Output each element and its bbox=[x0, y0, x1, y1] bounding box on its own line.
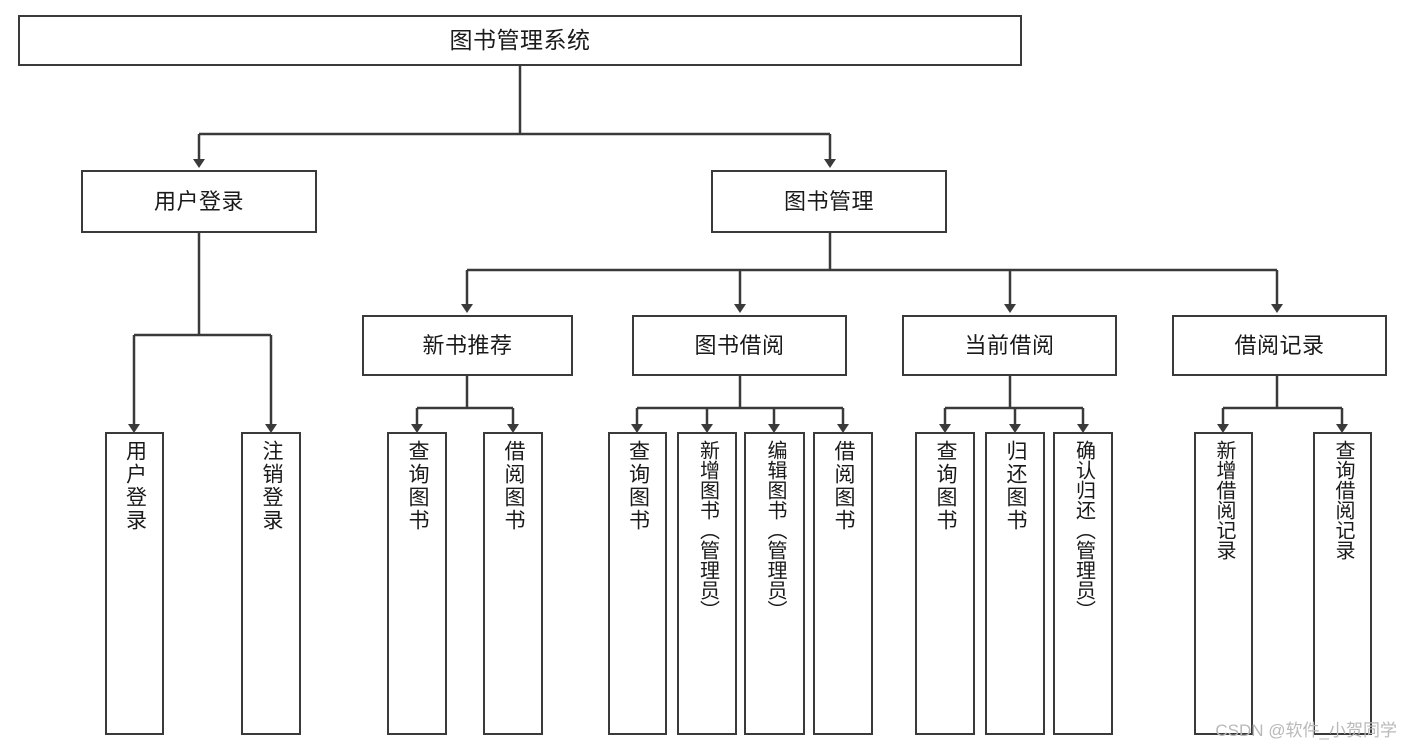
node-label: 图书借阅 bbox=[694, 332, 785, 358]
node-label: 借阅图书 bbox=[832, 440, 856, 532]
node-label: 新增图书（管理员） bbox=[696, 440, 719, 620]
node-label: 借阅图书 bbox=[502, 440, 526, 532]
node-label: 查询借阅记录 bbox=[1332, 440, 1354, 560]
leaf-borrow-record-query[interactable]: 查询借阅记录 bbox=[1313, 432, 1372, 735]
leaf-user-login-login[interactable]: 用户登录 bbox=[105, 432, 164, 735]
node-user-login[interactable]: 用户登录 bbox=[81, 170, 317, 233]
node-book-management[interactable]: 图书管理 bbox=[711, 170, 947, 233]
node-label: 图书管理系统 bbox=[449, 26, 591, 53]
node-root-book-management-system[interactable]: 图书管理系统 bbox=[18, 15, 1022, 66]
node-label: 编辑图书（管理员） bbox=[764, 440, 786, 620]
leaf-book-borrow-borrow[interactable]: 借阅图书 bbox=[813, 432, 873, 735]
leaf-book-borrow-edit-admin[interactable]: 编辑图书（管理员） bbox=[744, 432, 805, 735]
node-label: 确认归还（管理员） bbox=[1072, 440, 1095, 620]
csdn-watermark: CSDN @软件_小贺同学 bbox=[1215, 721, 1397, 740]
node-label: 新书推荐 bbox=[422, 332, 513, 358]
leaf-book-borrow-query[interactable]: 查询图书 bbox=[608, 432, 667, 735]
node-label: 新增借阅记录 bbox=[1213, 440, 1235, 560]
leaf-current-borrow-confirm-admin[interactable]: 确认归还（管理员） bbox=[1053, 432, 1113, 735]
node-label: 图书管理 bbox=[783, 188, 874, 214]
leaf-current-borrow-query[interactable]: 查询图书 bbox=[915, 432, 975, 735]
node-label: 用户登录 bbox=[123, 440, 147, 532]
node-label: 借阅记录 bbox=[1234, 332, 1325, 358]
leaf-user-login-logout[interactable]: 注销登录 bbox=[241, 432, 301, 735]
node-current-borrow[interactable]: 当前借阅 bbox=[902, 315, 1117, 376]
node-label: 查询图书 bbox=[626, 440, 650, 532]
leaf-current-borrow-return[interactable]: 归还图书 bbox=[985, 432, 1045, 735]
node-label: 查询图书 bbox=[406, 440, 430, 532]
node-new-book-recommend[interactable]: 新书推荐 bbox=[362, 315, 573, 376]
node-label: 查询图书 bbox=[934, 440, 958, 532]
node-label: 用户登录 bbox=[153, 188, 244, 214]
leaf-book-borrow-add-admin[interactable]: 新增图书（管理员） bbox=[677, 432, 737, 735]
leaf-borrow-record-add[interactable]: 新增借阅记录 bbox=[1194, 432, 1253, 735]
node-label: 归还图书 bbox=[1004, 440, 1028, 532]
node-borrow-record[interactable]: 借阅记录 bbox=[1172, 315, 1387, 376]
leaf-new-book-borrow[interactable]: 借阅图书 bbox=[483, 432, 543, 735]
node-book-borrow[interactable]: 图书借阅 bbox=[632, 315, 847, 376]
leaf-new-book-query[interactable]: 查询图书 bbox=[387, 432, 447, 735]
node-label: 当前借阅 bbox=[964, 332, 1055, 358]
node-label: 注销登录 bbox=[260, 440, 284, 532]
